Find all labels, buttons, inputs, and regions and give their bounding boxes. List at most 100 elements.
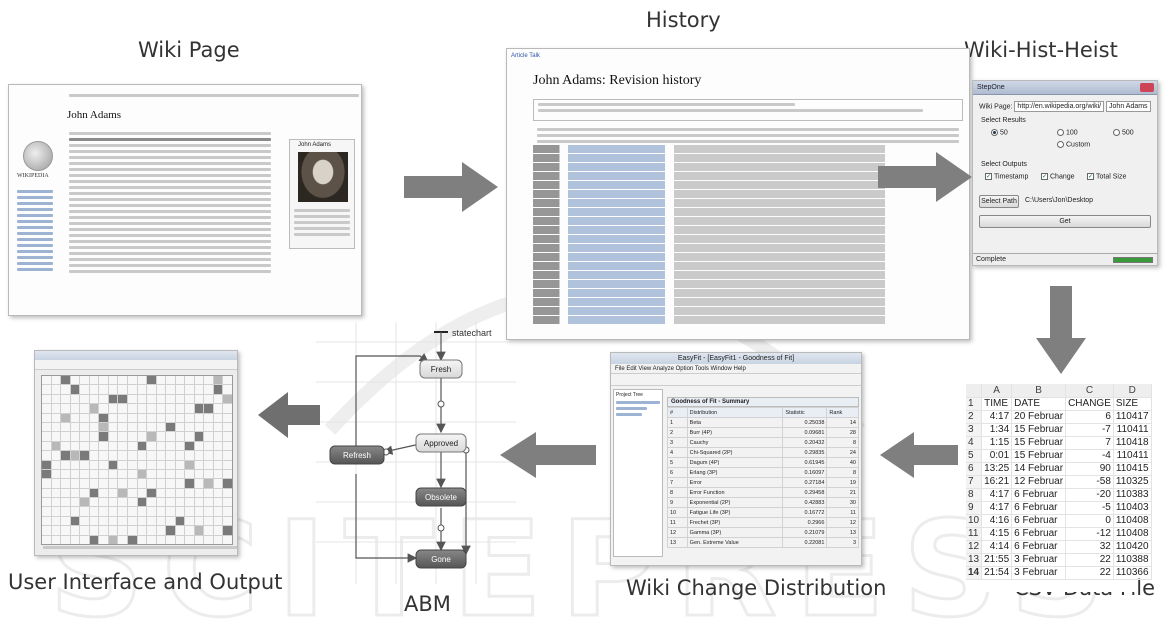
radio-500[interactable]: 500 xyxy=(1113,129,1134,136)
radio-custom-label: Custom xyxy=(1066,141,1091,149)
grid-cell xyxy=(99,422,108,432)
grid-cell xyxy=(185,488,194,498)
grid-cell xyxy=(70,394,80,404)
grid-cell xyxy=(137,413,147,422)
state-approved[interactable] xyxy=(415,433,467,453)
radio-50[interactable]: 50 xyxy=(991,129,1008,136)
csv-header-cell[interactable]: SIZE xyxy=(1113,397,1152,411)
grid-cell xyxy=(147,413,156,422)
csv-col-letter[interactable]: A xyxy=(981,384,1013,398)
grid-cell xyxy=(185,376,194,385)
grid-cell xyxy=(70,432,80,441)
close-icon[interactable] xyxy=(1140,83,1154,92)
grid-cell xyxy=(89,535,99,544)
wiki-url-field[interactable]: http://en.wikipedia.org/wiki/ xyxy=(1014,101,1105,112)
grid-cell xyxy=(213,460,223,469)
grid-cell xyxy=(213,535,223,544)
checkbox-change-icon[interactable]: ✓ xyxy=(1041,173,1048,180)
easyfit-menubar[interactable]: File Edit View Analyze Option Tools Wind… xyxy=(611,364,861,374)
checkbox-total-size-icon[interactable]: ✓ xyxy=(1087,173,1094,180)
grid-cell xyxy=(80,376,89,385)
grid-cell xyxy=(223,376,232,385)
output-total-size[interactable]: ✓Total Size xyxy=(1087,173,1126,180)
grid-cell xyxy=(166,460,175,469)
grid-cell xyxy=(118,507,127,516)
state-obsolete[interactable] xyxy=(415,487,467,507)
radio-100[interactable]: 100 xyxy=(1057,129,1078,136)
grid-cell xyxy=(213,385,223,394)
arrow-right-icon xyxy=(404,162,498,212)
grid-cell xyxy=(137,451,147,460)
radio-100-icon[interactable] xyxy=(1057,129,1064,136)
grid-cell xyxy=(89,460,99,469)
csv-col-letter[interactable]: B xyxy=(1011,384,1067,398)
grid-cell xyxy=(80,404,89,413)
statechart-label: statechart xyxy=(452,328,492,338)
grid-cell xyxy=(156,516,166,526)
grid-cell xyxy=(61,432,70,441)
grid-cell xyxy=(108,376,118,385)
csv-header-cell[interactable]: DATE xyxy=(1011,397,1067,411)
csv-col-letter[interactable]: C xyxy=(1065,384,1114,398)
grid-cell xyxy=(194,498,204,507)
grid-cell xyxy=(80,516,89,526)
label-hist-heist: Wiki-Hist-Heist xyxy=(964,38,1118,62)
grid-cell xyxy=(127,422,137,432)
grid-cell xyxy=(194,394,204,404)
grid-cell xyxy=(118,469,127,479)
grid-cell xyxy=(175,526,185,535)
grid-cell xyxy=(166,432,175,441)
grid-cell xyxy=(147,526,156,535)
radio-50-icon[interactable] xyxy=(991,129,998,136)
grid-cell xyxy=(89,526,99,535)
radio-custom[interactable]: Custom xyxy=(1057,141,1090,148)
wiki-page-screenshot: WIKIPEDIA John Adams John Adams xyxy=(8,84,362,316)
csv-header-cell[interactable]: CHANGE xyxy=(1065,397,1114,411)
grid-cell xyxy=(166,535,175,544)
grid-cell xyxy=(223,432,232,441)
grid-cell xyxy=(42,422,51,432)
radio-500-icon[interactable] xyxy=(1113,129,1120,136)
grid-cell xyxy=(204,498,213,507)
state-gone[interactable] xyxy=(415,549,467,569)
state-refresh[interactable] xyxy=(329,445,385,465)
wiki-page-name-field[interactable]: John Adams xyxy=(1106,101,1151,112)
grid-cell xyxy=(156,432,166,441)
grid-cell xyxy=(204,376,213,385)
csv-col-letter[interactable]: D xyxy=(1113,384,1152,398)
grid-cell xyxy=(89,498,99,507)
state-fresh[interactable] xyxy=(419,359,463,379)
output-change[interactable]: ✓Change xyxy=(1041,173,1075,180)
grid-cell xyxy=(137,526,147,535)
csv-header-cell[interactable]: TIME xyxy=(981,397,1013,411)
grid-cell xyxy=(51,404,61,413)
radio-custom-icon[interactable] xyxy=(1057,141,1064,148)
grid-cell xyxy=(137,422,147,432)
get-button[interactable]: Get xyxy=(979,215,1151,228)
grid-cell xyxy=(80,385,89,394)
flow-arrow-distribution-to-abm xyxy=(500,432,596,478)
grid-cell xyxy=(137,535,147,544)
grid-cell xyxy=(194,422,204,432)
grid-cell xyxy=(42,432,51,441)
grid-cell xyxy=(185,413,194,422)
select-path-button[interactable]: Select Path xyxy=(979,195,1019,208)
output-timestamp[interactable]: ✓Timestamp xyxy=(985,173,1028,180)
grid-cell xyxy=(166,422,175,432)
project-tree-root[interactable]: Project Tree xyxy=(616,392,643,398)
checkbox-timestamp-icon[interactable]: ✓ xyxy=(985,173,992,180)
